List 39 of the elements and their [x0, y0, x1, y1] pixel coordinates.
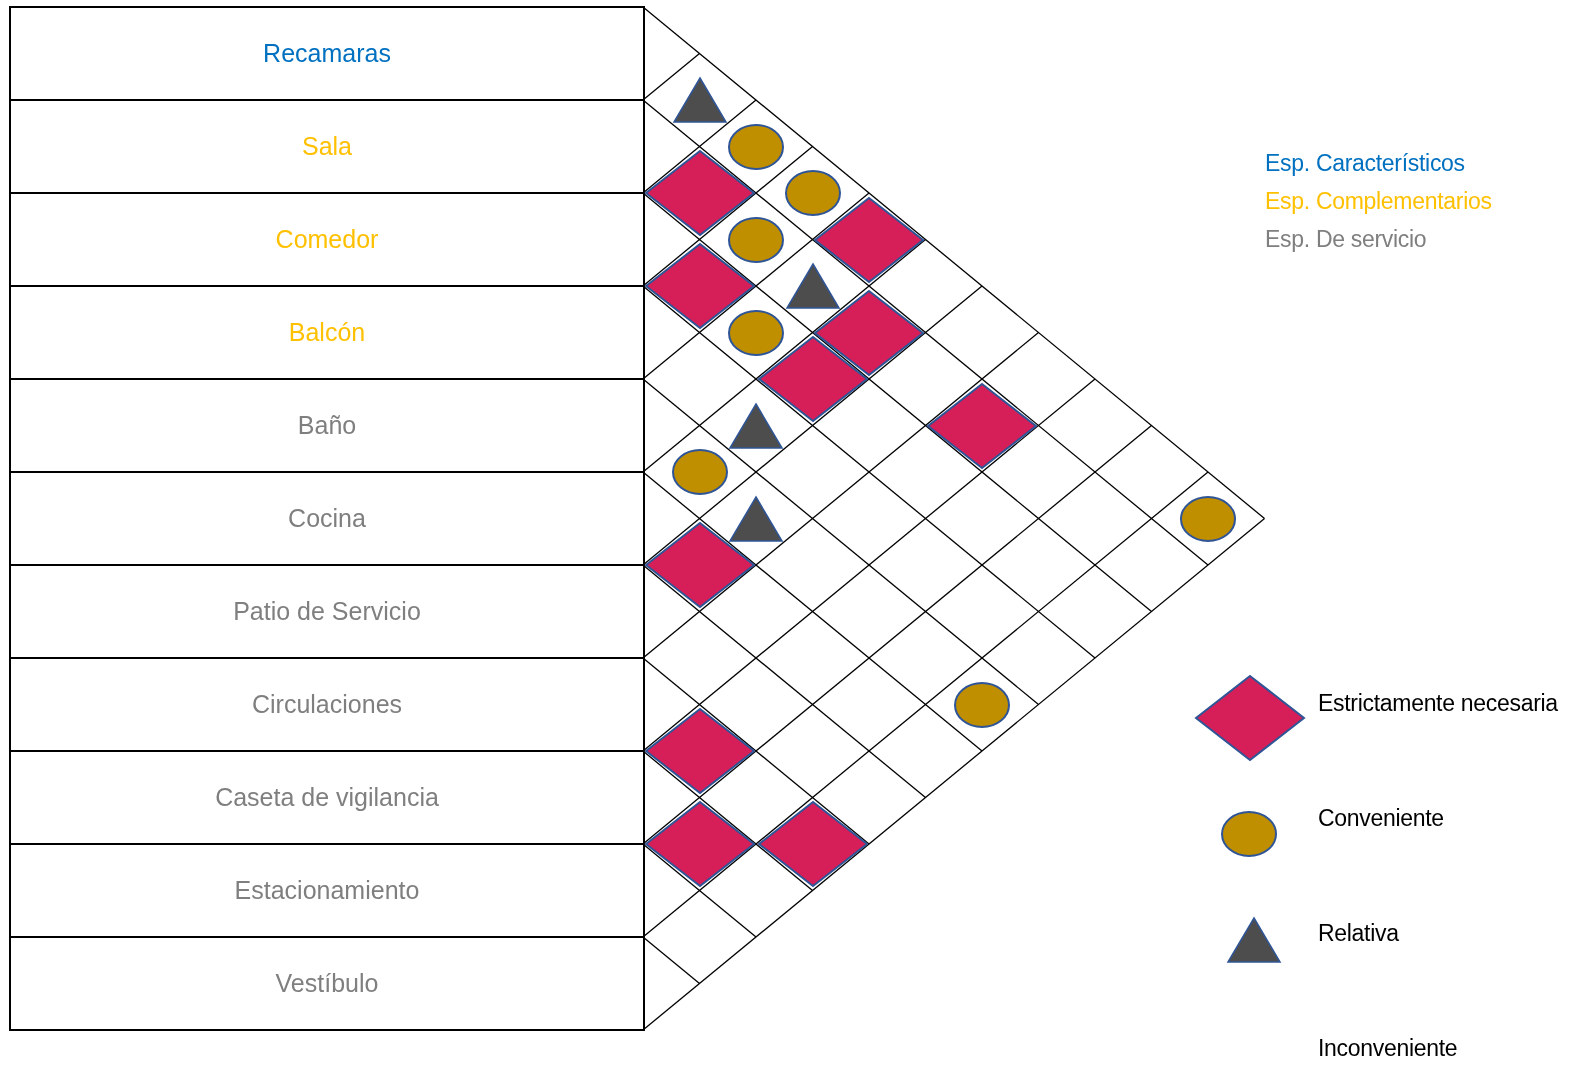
legend-label: Relativa: [1318, 920, 1399, 947]
circle-symbol: [728, 309, 784, 356]
space-row: Cocina: [9, 471, 645, 566]
circle-symbol: [784, 170, 841, 216]
legend-label: Esp. Complementarios: [1265, 188, 1492, 215]
diamond-symbol: [644, 801, 755, 887]
circle-symbol: [954, 681, 1010, 728]
triangle-symbol: [729, 402, 783, 449]
diamond-symbol: [644, 150, 755, 236]
space-row: Comedor: [9, 192, 645, 287]
diamond-symbol: [644, 708, 755, 794]
diamond-symbol: [757, 336, 868, 422]
circle-symbol: [671, 449, 728, 495]
space-row: Recamaras: [9, 6, 645, 101]
diamond-symbol: [814, 196, 924, 283]
space-row: Baño: [9, 378, 645, 473]
space-row: Estacionamiento: [9, 843, 645, 938]
diamond-symbol: [644, 243, 755, 329]
legend-label: Esp. Característicos: [1265, 150, 1465, 177]
space-row: Vestíbulo: [9, 936, 645, 1031]
diamond-symbol: [927, 382, 1037, 469]
legend-label: Esp. De servicio: [1265, 226, 1427, 253]
legend-label: Estrictamente necesaria: [1318, 690, 1558, 717]
triangle-symbol: [729, 495, 783, 542]
diamond-symbol: [757, 801, 868, 887]
circle-symbol: [1180, 495, 1236, 542]
triangle-symbol: [785, 263, 840, 309]
circle-symbol: [728, 123, 784, 170]
diamond-symbol: [644, 522, 755, 608]
circle-symbol: [728, 216, 784, 263]
legend-label: Conveniente: [1318, 805, 1444, 832]
space-row: Circulaciones: [9, 657, 645, 752]
space-row: Sala: [9, 99, 645, 194]
triangle-symbol: [672, 77, 727, 123]
space-row: Patio de Servicio: [9, 564, 645, 659]
diamond-symbol: [814, 289, 924, 376]
legend-label: Inconveniente: [1318, 1035, 1458, 1062]
space-row: Caseta de vigilancia: [9, 750, 645, 845]
space-row: Balcón: [9, 285, 645, 380]
